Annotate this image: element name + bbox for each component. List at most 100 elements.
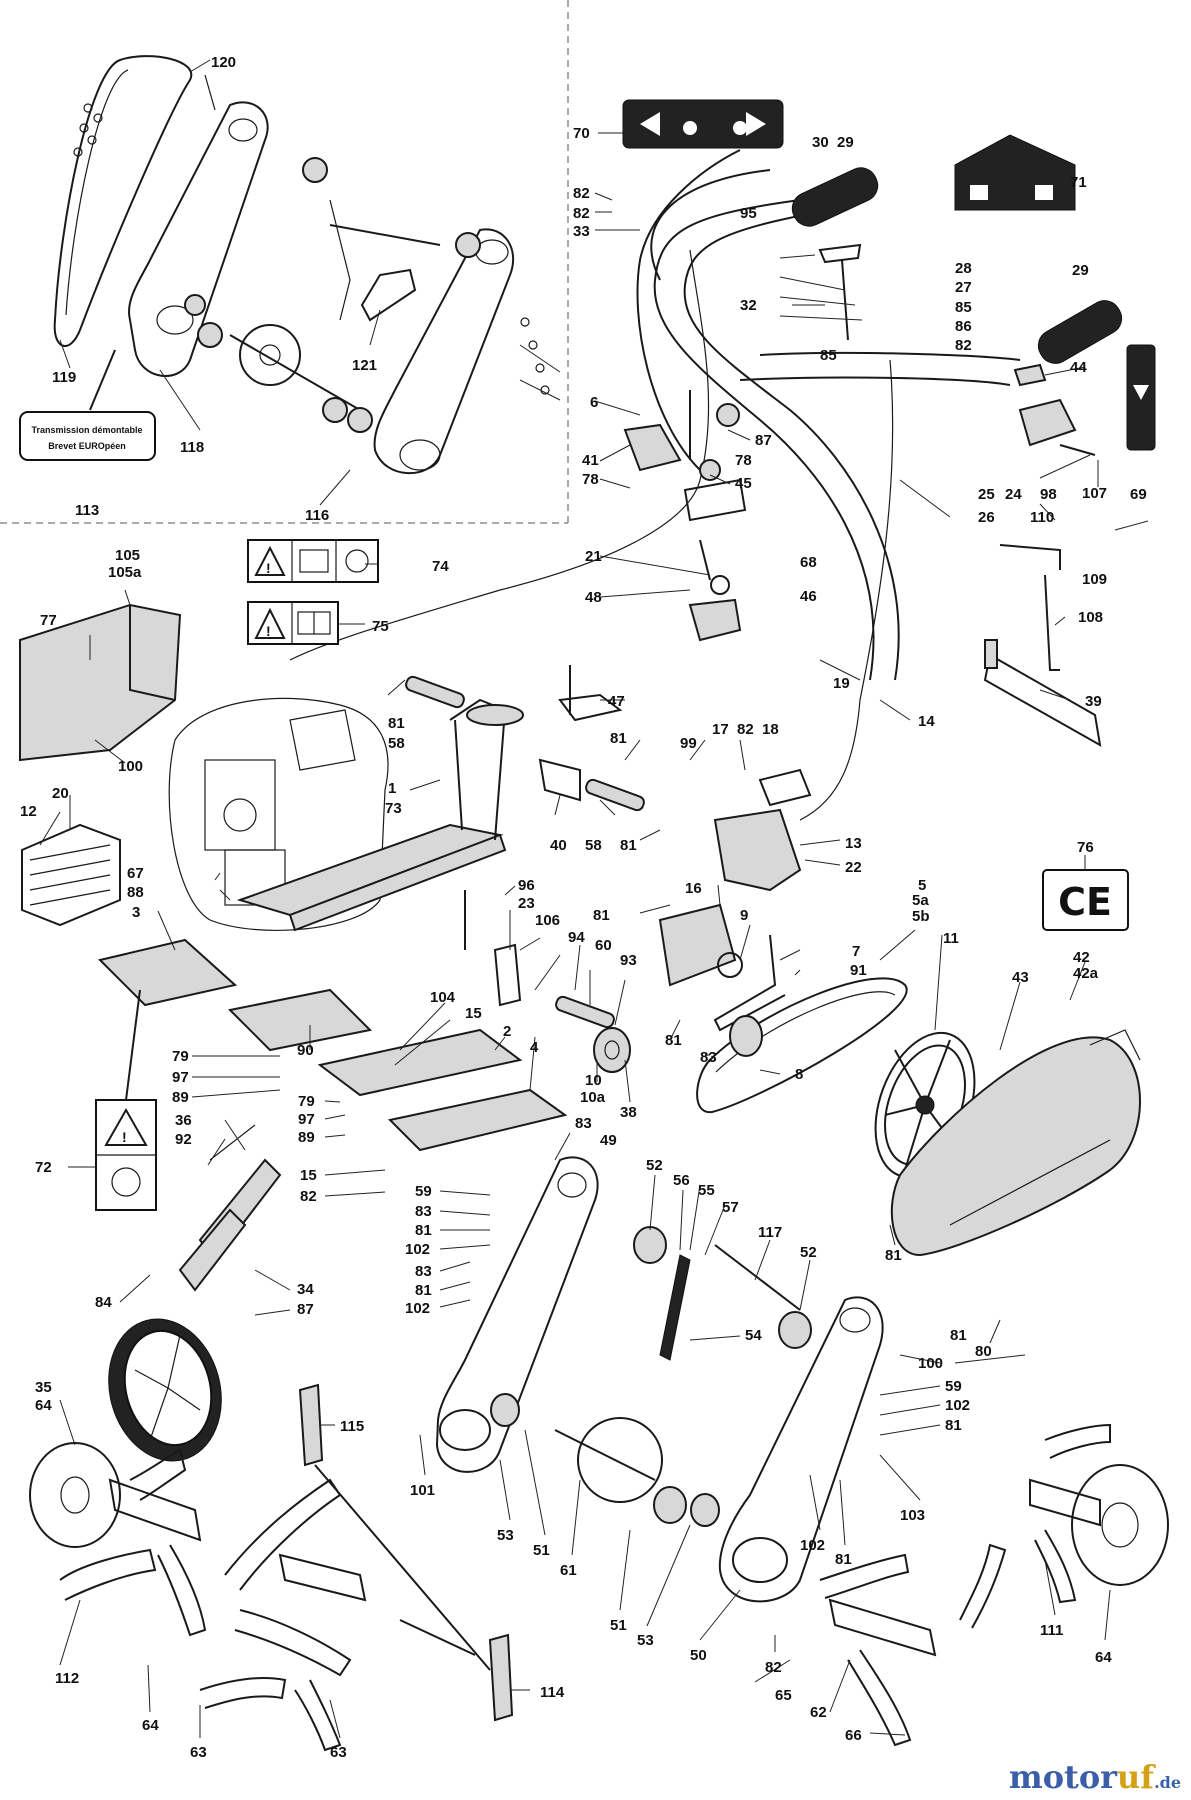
callout-35: 35 bbox=[35, 1379, 52, 1396]
callout-33: 33 bbox=[573, 223, 590, 240]
callout-105a: 105a bbox=[108, 564, 142, 581]
callout-102: 102 bbox=[945, 1397, 970, 1414]
callout-28: 28 bbox=[955, 260, 972, 277]
callout-65: 65 bbox=[775, 1687, 792, 1704]
callout-14: 14 bbox=[918, 713, 935, 730]
callout-21: 21 bbox=[585, 548, 602, 565]
disc-64-left bbox=[29, 1442, 121, 1548]
callout-77: 77 bbox=[40, 612, 57, 629]
callout-6: 6 bbox=[590, 394, 598, 411]
callout-52: 52 bbox=[646, 1157, 663, 1174]
callout-111: 111 bbox=[1040, 1622, 1063, 1639]
callout-79: 79 bbox=[298, 1093, 315, 1110]
callout-26: 26 bbox=[978, 509, 995, 526]
drive-belt-119 bbox=[53, 55, 193, 347]
callout-97: 97 bbox=[298, 1111, 315, 1128]
callout-56: 56 bbox=[673, 1172, 690, 1189]
control-cable bbox=[636, 149, 741, 471]
section-dividers bbox=[0, 0, 569, 524]
callout-15: 15 bbox=[300, 1167, 317, 1184]
callout-89: 89 bbox=[298, 1129, 315, 1146]
callout-100: 100 bbox=[118, 758, 143, 775]
callout-29: 29 bbox=[1072, 262, 1089, 279]
callout-69: 69 bbox=[1130, 486, 1147, 503]
callout-82: 82 bbox=[573, 205, 590, 222]
engine bbox=[168, 697, 389, 932]
callout-39: 39 bbox=[1085, 693, 1102, 710]
callout-81: 81 bbox=[665, 1032, 682, 1049]
callout-41: 41 bbox=[582, 452, 599, 469]
callout-16: 16 bbox=[685, 880, 702, 897]
callout-48: 48 bbox=[585, 589, 602, 606]
callout-43: 43 bbox=[1012, 969, 1029, 986]
callout-46: 46 bbox=[800, 588, 817, 605]
callout-10: 10 bbox=[585, 1072, 602, 1089]
housing-118 bbox=[128, 101, 269, 377]
callout-55: 55 bbox=[698, 1182, 715, 1199]
callout-82: 82 bbox=[765, 1659, 782, 1676]
callout-58: 58 bbox=[388, 735, 405, 752]
callout-112: 112 bbox=[55, 1670, 79, 1687]
engine-frame bbox=[19, 603, 1141, 1257]
wheel-35 bbox=[108, 1318, 222, 1462]
callout-102: 102 bbox=[800, 1537, 825, 1554]
callout-108: 108 bbox=[1078, 609, 1103, 626]
callout-72: 72 bbox=[35, 1159, 52, 1176]
callout-64: 64 bbox=[142, 1717, 159, 1734]
callout-8: 8 bbox=[795, 1066, 803, 1083]
callout-12: 12 bbox=[20, 803, 37, 820]
callout-44: 44 bbox=[1070, 359, 1087, 376]
callout-90: 90 bbox=[297, 1042, 314, 1059]
callout-73: 73 bbox=[385, 800, 402, 817]
bracket-121 bbox=[360, 268, 417, 322]
callout-15: 15 bbox=[465, 1005, 482, 1022]
callout-63: 63 bbox=[330, 1744, 347, 1761]
watermark-part2: uf bbox=[1117, 1758, 1155, 1796]
callout-82: 82 bbox=[737, 721, 754, 738]
leader-lines bbox=[39, 59, 1149, 1739]
callout-17: 17 bbox=[712, 721, 729, 738]
grip-29-right bbox=[1037, 300, 1123, 364]
callout-75: 75 bbox=[372, 618, 389, 635]
callout-5a: 5a bbox=[912, 892, 929, 909]
callout-11: 11 bbox=[943, 930, 959, 947]
callout-100: 100 bbox=[918, 1355, 943, 1372]
callout-13: 13 bbox=[845, 835, 862, 852]
callout-83: 83 bbox=[700, 1049, 717, 1066]
callout-81: 81 bbox=[620, 837, 637, 854]
callout-78: 78 bbox=[582, 471, 599, 488]
callout-78: 78 bbox=[735, 452, 752, 469]
callout-114: 114 bbox=[540, 1684, 565, 1701]
callout-101: 101 bbox=[410, 1482, 435, 1499]
callout-70: 70 bbox=[573, 125, 590, 142]
callout-25: 25 bbox=[978, 486, 995, 503]
inset-label-line2: Brevet EUROpéen bbox=[48, 441, 126, 451]
label-69 bbox=[1126, 344, 1156, 451]
label-71 bbox=[954, 134, 1076, 211]
svg-text:!: ! bbox=[266, 560, 271, 576]
callout-116: 116 bbox=[305, 507, 329, 524]
plate-3 bbox=[98, 938, 238, 1007]
callout-109: 109 bbox=[1082, 571, 1107, 588]
callout-54: 54 bbox=[745, 1327, 762, 1344]
callout-119: 119 bbox=[52, 369, 76, 386]
plate-4 bbox=[387, 1088, 568, 1152]
callout-98: 98 bbox=[1040, 486, 1057, 503]
callout-3: 3 bbox=[132, 904, 140, 921]
callout-93: 93 bbox=[620, 952, 637, 969]
watermark: motoruf.de bbox=[1009, 1758, 1181, 1796]
callout-94: 94 bbox=[568, 929, 585, 946]
callout-74: 74 bbox=[432, 558, 449, 575]
callout-50: 50 bbox=[690, 1647, 707, 1664]
callout-121: 121 bbox=[352, 357, 377, 374]
callout-99: 99 bbox=[680, 735, 697, 752]
callout-18: 18 bbox=[762, 721, 779, 738]
callout-84: 84 bbox=[95, 1294, 112, 1311]
callout-1: 1 bbox=[388, 780, 396, 797]
handlebar-26 bbox=[653, 199, 875, 681]
callout-105: 105 bbox=[115, 547, 140, 564]
callout-82: 82 bbox=[300, 1188, 317, 1205]
callout-83: 83 bbox=[415, 1263, 432, 1280]
sprocket-61 bbox=[577, 1417, 663, 1503]
callout-42a: 42a bbox=[1073, 965, 1099, 982]
